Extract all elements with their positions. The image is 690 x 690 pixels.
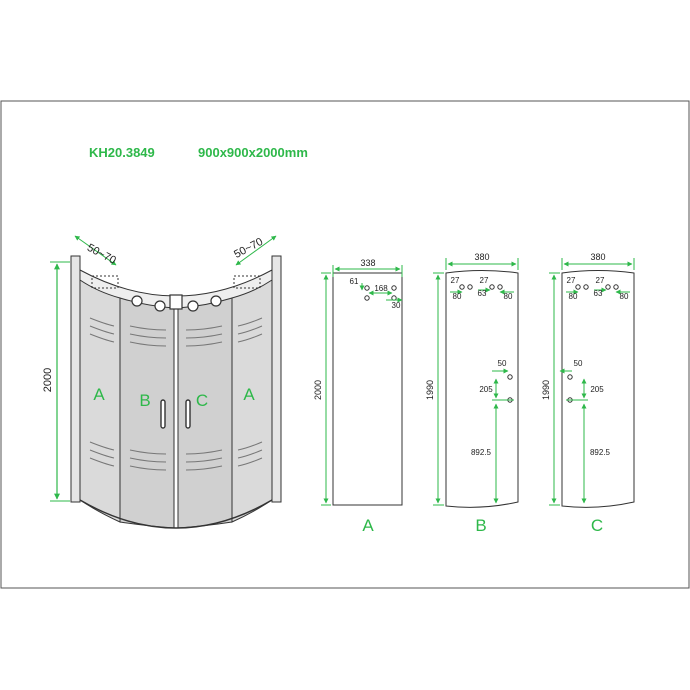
panel-b bbox=[119, 297, 175, 529]
panel-c-dim-50: 50 bbox=[574, 359, 583, 368]
panel-c-drawing: 380 1990 27 27 80 63 80 50 205 892.5 C bbox=[541, 252, 635, 535]
panel-a-drawing: 338 2000 61 168 30 A bbox=[313, 258, 403, 535]
roller-hardware bbox=[131, 294, 222, 312]
panel-c-dim-205: 205 bbox=[590, 385, 604, 394]
bottom-tray-edge bbox=[79, 499, 273, 529]
panel-a-dim-168: 168 bbox=[374, 284, 388, 293]
panel-b-outline bbox=[445, 270, 519, 508]
panel-c-dim-63: 63 bbox=[594, 289, 603, 298]
panel-c-height: 1990 bbox=[541, 380, 551, 400]
panel-b-dim-63: 63 bbox=[478, 289, 487, 298]
panel-c-outline bbox=[561, 270, 635, 508]
handle-right bbox=[185, 399, 191, 429]
product-size: 900x900x2000mm bbox=[198, 145, 308, 160]
panel-a-height: 2000 bbox=[313, 380, 323, 400]
glass-stripe-pattern bbox=[89, 317, 263, 471]
door-handles bbox=[160, 399, 191, 429]
panel-c-dim-80-left: 80 bbox=[569, 292, 578, 301]
enclosure-height-label: 2000 bbox=[42, 368, 54, 392]
panel-a-dim-30: 30 bbox=[392, 301, 401, 310]
panel-b-dim-50: 50 bbox=[498, 359, 507, 368]
panel-b-dim-892-5: 892.5 bbox=[471, 448, 492, 457]
panel-c-label: C bbox=[591, 516, 603, 535]
wall-profile-left bbox=[70, 255, 81, 503]
handle-left bbox=[160, 399, 166, 429]
panel-c-dim-27-left: 27 bbox=[567, 276, 576, 285]
panel-b-height: 1990 bbox=[425, 380, 435, 400]
panel-c-width: 380 bbox=[590, 252, 605, 262]
panel-b-width: 380 bbox=[474, 252, 489, 262]
enclosure-label-b: B bbox=[139, 391, 150, 410]
panel-b-dim-80-right: 80 bbox=[504, 292, 513, 301]
model-number: KH20.3849 bbox=[89, 145, 155, 160]
panel-a-dim-61: 61 bbox=[350, 277, 359, 286]
panel-b-dim-205: 205 bbox=[479, 385, 493, 394]
enclosure-label-c: C bbox=[196, 391, 208, 410]
panel-b-dim-27-left: 27 bbox=[451, 276, 460, 285]
panel-b-dim-27-right: 27 bbox=[480, 276, 489, 285]
enclosure-label-a-right: A bbox=[243, 385, 255, 404]
panel-c-dim-80-right: 80 bbox=[620, 292, 629, 301]
enclosure-label-a-left: A bbox=[93, 385, 105, 404]
panel-a-width: 338 bbox=[360, 258, 375, 268]
panel-a-label: A bbox=[362, 516, 374, 535]
panel-c-dim-892-5: 892.5 bbox=[590, 448, 611, 457]
panel-a-outline bbox=[332, 272, 403, 506]
enclosure-front-view: A B C A 2000 50~70 50~70 bbox=[42, 235, 282, 529]
panel-b-label: B bbox=[475, 516, 486, 535]
wall-bracket-dashes bbox=[91, 275, 261, 289]
wall-profile-right bbox=[271, 255, 282, 503]
panel-b-dim-80-left: 80 bbox=[453, 292, 462, 301]
panel-b-drawing: 380 1990 27 27 80 63 80 50 205 892.5 B bbox=[425, 252, 519, 535]
panel-c-dim-27-right: 27 bbox=[596, 276, 605, 285]
